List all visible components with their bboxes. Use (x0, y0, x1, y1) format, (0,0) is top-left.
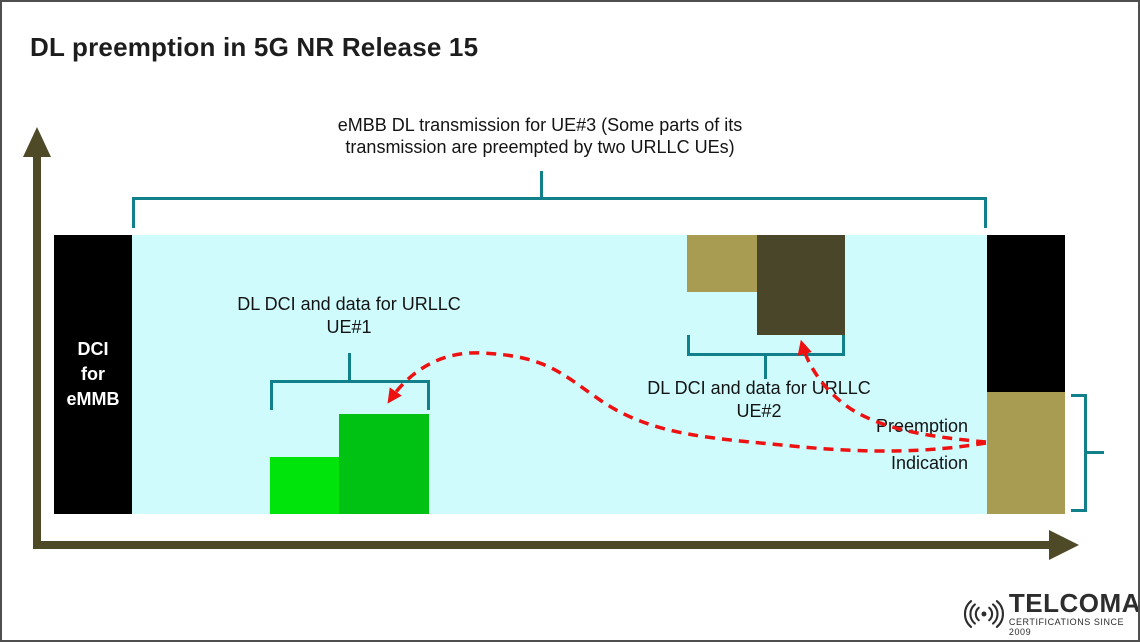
logo-tagline: CERTIFICATIONS SINCE 2009 (1008, 617, 1125, 637)
preemption-indication-bracket (1071, 394, 1087, 512)
ue2-span-bracket-tick (764, 355, 767, 379)
vertical-axis-arrowhead (23, 127, 51, 157)
preemption-label-line-1: Preemption (875, 416, 968, 436)
urllc-ue2-dci-block (687, 235, 757, 292)
urllc-ue1-data-block (339, 414, 429, 514)
page-title: DL preemption in 5G NR Release 15 (30, 32, 479, 62)
embb-span-bracket-tick (540, 171, 543, 198)
horizontal-axis-arrowhead (1049, 530, 1079, 560)
embb-transmission-caption: eMBB DL transmission for UE#3 (Some part… (240, 114, 840, 158)
vertical-axis (33, 152, 41, 549)
ue1-label: DL DCI and data for URLLC UE#1 (199, 293, 499, 339)
horizontal-axis (33, 541, 1049, 549)
dci-for-embb-block: DCI for eMMB (54, 235, 132, 514)
embb-span-bracket (132, 197, 987, 228)
ue1-label-line-1: DL DCI and data for URLLC (237, 294, 461, 314)
caption-line-2: transmission are preempted by two URLLC … (345, 137, 735, 157)
embb-right-control-block (987, 235, 1065, 392)
logo-brand: TELCOMA (1008, 588, 1140, 618)
signal-waves-icon (964, 599, 1004, 628)
urllc-ue2-data-block (757, 235, 845, 335)
dci-label-line-2: for (81, 364, 105, 384)
dci-label-line-1: DCI (77, 339, 109, 359)
urllc-ue1-dci-block (270, 457, 339, 514)
preemption-indication-bracket-tick (1087, 451, 1104, 454)
logo-text: TELCOMA CERTIFICATIONS SINCE 2009 (1008, 588, 1140, 638)
dci-label-line-3: eMMB (66, 389, 120, 409)
ue2-label-line-1: DL DCI and data for URLLC (647, 378, 871, 398)
ue1-span-bracket-tick (348, 353, 351, 381)
telcoma-logo: TELCOMA CERTIFICATIONS SINCE 2009 (962, 588, 1140, 638)
ue1-span-bracket (270, 380, 430, 410)
ue1-label-line-2: UE#1 (326, 317, 372, 337)
ue2-span-bracket (687, 335, 845, 356)
caption-line-1: eMBB DL transmission for UE#3 (Some part… (337, 115, 743, 135)
preemption-indication-block (987, 392, 1065, 514)
preemption-label-line-2: Indication (890, 453, 968, 473)
